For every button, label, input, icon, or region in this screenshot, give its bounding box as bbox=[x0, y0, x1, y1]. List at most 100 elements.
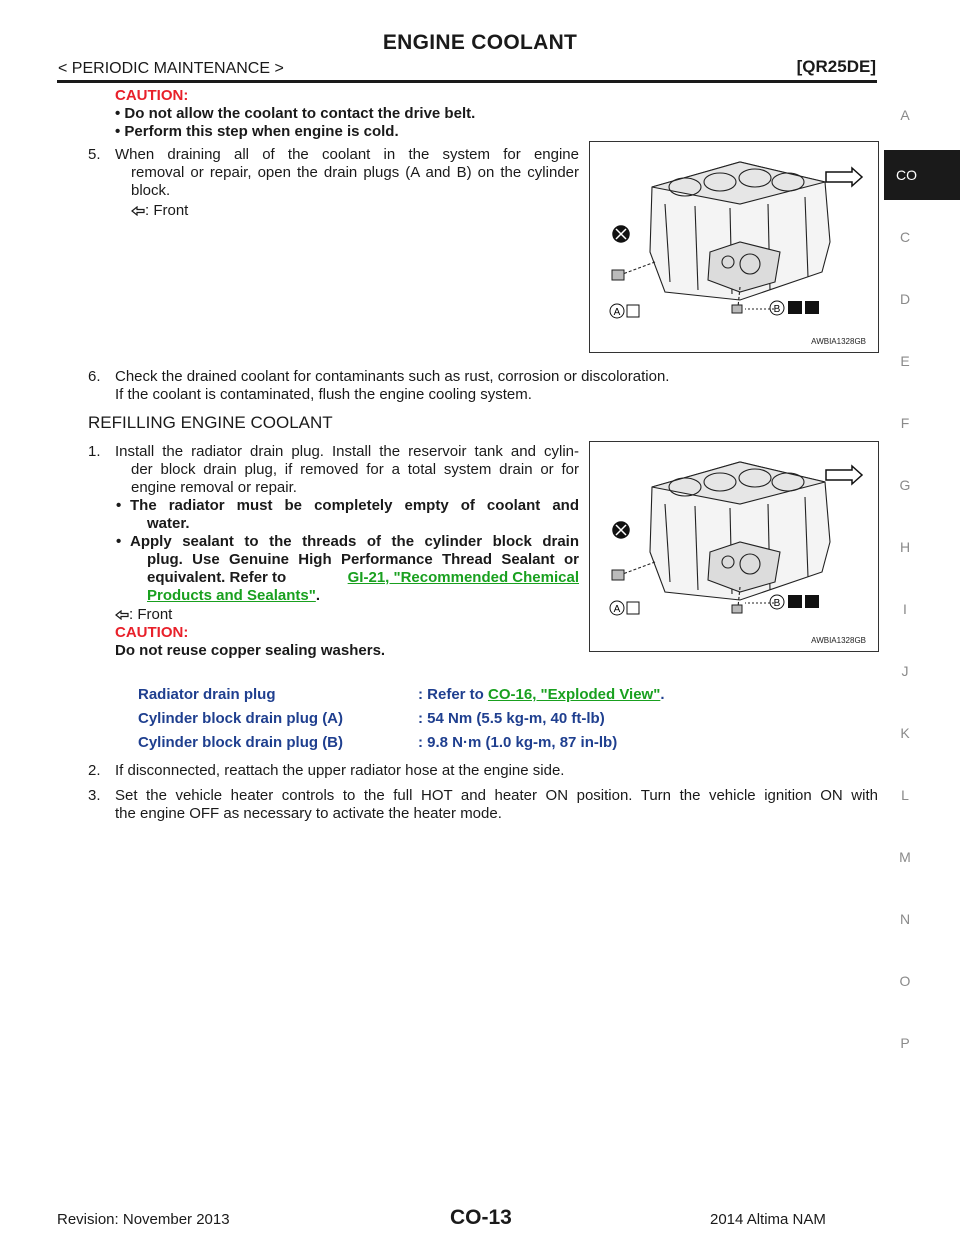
side-index-l[interactable]: L bbox=[901, 787, 909, 803]
step-3-line-1: Set the vehicle heater controls to the f… bbox=[115, 787, 878, 804]
torque-wrench-icon-a bbox=[626, 304, 640, 318]
torque-wrench-icon-b bbox=[805, 595, 819, 608]
link-period: . bbox=[315, 587, 320, 604]
front-legend-text: : Front bbox=[145, 202, 189, 219]
step-5-line-1: When draining all of the coolant in the … bbox=[115, 146, 579, 163]
bullet-1-line-2: water. bbox=[147, 515, 190, 532]
front-arrow-icon bbox=[825, 166, 864, 188]
step-6-number: 6. bbox=[88, 368, 101, 385]
step-1-number: 1. bbox=[88, 443, 101, 460]
step-2-number: 2. bbox=[88, 762, 101, 779]
section-tag: < PERIODIC MAINTENANCE > bbox=[58, 60, 284, 77]
bullet-2-line-1: Apply sealant to the threads of the cyli… bbox=[130, 533, 579, 550]
step-3-number: 3. bbox=[88, 787, 101, 804]
caution-item-engine-cold: • Perform this step when engine is cold. bbox=[115, 123, 399, 140]
bullet-1-marker: • bbox=[116, 497, 122, 514]
front-legend: : Front bbox=[131, 202, 188, 220]
label-a: A bbox=[614, 307, 621, 318]
step-1-line-1: Install the radiator drain plug. Install… bbox=[115, 443, 579, 460]
step-3-line-2: the engine OFF as necessary to activate … bbox=[115, 805, 502, 822]
sealant-icon-b bbox=[788, 301, 802, 314]
drain-plug-a bbox=[611, 569, 625, 581]
bullet-2-line-3: equivalent. Refer to GI-21, "Recommended… bbox=[147, 569, 579, 587]
side-index-m[interactable]: M bbox=[899, 849, 911, 865]
header-rule bbox=[57, 80, 877, 83]
side-index-c[interactable]: C bbox=[899, 229, 911, 245]
step-2-text: If disconnected, reattach the upper radi… bbox=[115, 762, 565, 779]
figure-code: AWBIA1328GB bbox=[811, 636, 866, 645]
side-index-a[interactable]: A bbox=[900, 107, 910, 123]
refill-heading: REFILLING ENGINE COOLANT bbox=[88, 413, 333, 432]
do-not-reuse-icon bbox=[612, 225, 630, 243]
step-5-line-2: removal or repair, open the drain plugs … bbox=[131, 164, 579, 181]
bullet-2-marker: • bbox=[116, 533, 122, 550]
side-index-d[interactable]: D bbox=[899, 291, 911, 307]
step-1-line-3: engine removal or repair. bbox=[131, 479, 297, 496]
step-1-line-2: der block drain plug, if removed for a t… bbox=[131, 461, 579, 478]
caution-label-2: CAUTION: bbox=[115, 624, 189, 641]
side-index-n[interactable]: N bbox=[899, 911, 911, 927]
front-arrow-icon bbox=[115, 609, 129, 621]
page-number: CO-13 bbox=[450, 1206, 512, 1229]
drain-plug-b bbox=[731, 304, 743, 314]
step-5-line-3: block. bbox=[131, 182, 171, 199]
caution-copper-washers: Do not reuse copper sealing washers. bbox=[115, 642, 386, 659]
figure-cylinder-block-refill: A B AWBIA1328GB bbox=[589, 441, 879, 652]
torque-name-drain-plug-b: Cylinder block drain plug (B) bbox=[138, 734, 344, 751]
step-6-line-2: If the coolant is contaminated, flush th… bbox=[115, 386, 532, 403]
footer-revision: Revision: November 2013 bbox=[57, 1211, 230, 1228]
torque-name-drain-plug-a: Cylinder block drain plug (A) bbox=[138, 710, 344, 727]
drain-plug-a bbox=[611, 269, 625, 281]
cylinder-block-illustration: A B bbox=[609, 461, 864, 616]
label-b-callout bbox=[769, 300, 785, 316]
label-a: A bbox=[614, 604, 621, 615]
drain-plug-b bbox=[731, 604, 743, 614]
figure-cylinder-block-drain-plugs: A B AWBIA1328GB bbox=[589, 141, 879, 353]
side-index-p[interactable]: P bbox=[900, 1035, 910, 1051]
sealant-reference-link-part2[interactable]: Products and Sealants" bbox=[147, 587, 316, 604]
caution-label: CAUTION: bbox=[115, 87, 189, 104]
side-index-f[interactable]: F bbox=[900, 415, 910, 431]
footer-model: 2014 Altima NAM bbox=[710, 1211, 826, 1228]
torque-name-radiator: Radiator drain plug bbox=[138, 686, 276, 703]
label-b: B bbox=[774, 304, 781, 315]
side-index-e[interactable]: E bbox=[900, 353, 910, 369]
side-index-g[interactable]: G bbox=[899, 477, 911, 493]
label-a-callout bbox=[609, 303, 625, 319]
torque-value-radiator: : Refer to CO-16, "Exploded View". bbox=[418, 686, 665, 703]
side-index-j[interactable]: J bbox=[901, 663, 909, 679]
page-title: ENGINE COOLANT bbox=[382, 31, 578, 54]
front-legend-2: : Front bbox=[115, 606, 172, 624]
label-b: B bbox=[774, 598, 781, 609]
torque-wrench-icon-b bbox=[805, 301, 819, 314]
bullet-2-line-4: Products and Sealants". bbox=[147, 587, 320, 605]
side-index: A CO C D E F G H I J K L M N O P bbox=[884, 86, 960, 1074]
sealant-reference-link-part1[interactable]: GI-21, "Recommended Chemical bbox=[347, 569, 579, 586]
side-index-o[interactable]: O bbox=[899, 973, 911, 989]
label-a-callout bbox=[609, 600, 625, 616]
torque-refer-text: : Refer to bbox=[418, 686, 489, 703]
torque-value-drain-plug-a: : 54 Nm (5.5 kg-m, 40 ft-lb) bbox=[418, 710, 605, 727]
side-index-h[interactable]: H bbox=[899, 539, 911, 555]
refer-text: equivalent. Refer to bbox=[147, 569, 287, 586]
engine-model-tag: [QR25DE] bbox=[796, 57, 876, 76]
torque-suffix: . bbox=[660, 686, 665, 703]
step-5-number: 5. bbox=[88, 146, 101, 163]
figure-code: AWBIA1328GB bbox=[811, 337, 866, 346]
caution-item-drive-belt: • Do not allow the coolant to contact th… bbox=[115, 105, 476, 122]
label-b-callout bbox=[769, 594, 785, 610]
sealant-icon-b bbox=[788, 595, 802, 608]
step-6-line-1: Check the drained coolant for contaminan… bbox=[115, 368, 670, 385]
exploded-view-link[interactable]: CO-16, "Exploded View" bbox=[488, 686, 661, 703]
torque-value-drain-plug-b: : 9.8 N·m (1.0 kg-m, 87 in-lb) bbox=[418, 734, 618, 751]
torque-wrench-icon-a bbox=[626, 601, 640, 615]
bullet-1-line-1: The radiator must be completely empty of… bbox=[130, 497, 579, 514]
side-index-k[interactable]: K bbox=[900, 725, 910, 741]
side-index-co[interactable]: CO bbox=[884, 150, 960, 200]
do-not-reuse-icon bbox=[612, 521, 630, 539]
front-arrow-icon bbox=[825, 464, 864, 486]
front-legend-text: : Front bbox=[129, 606, 173, 623]
side-index-i[interactable]: I bbox=[903, 601, 907, 617]
cylinder-block-illustration: A B bbox=[609, 161, 864, 319]
bullet-2-line-2: plug. Use Genuine High Performance Threa… bbox=[147, 551, 579, 568]
